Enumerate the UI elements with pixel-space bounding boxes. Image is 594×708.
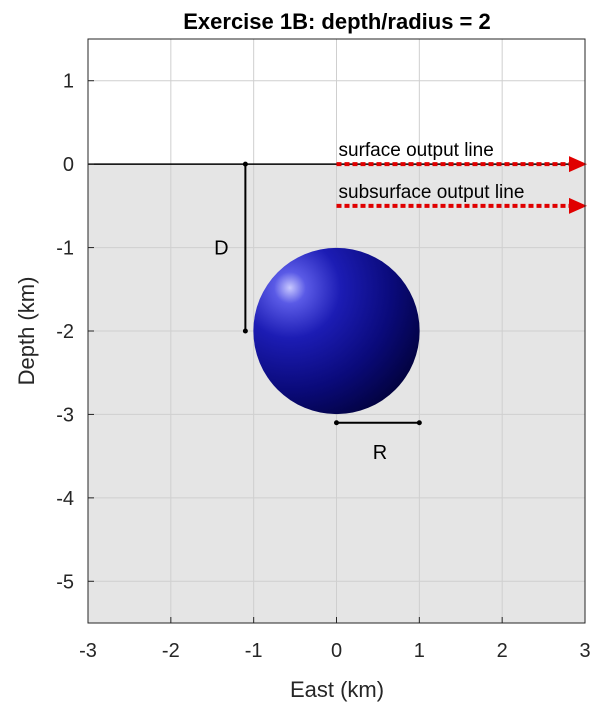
radius-marker-end	[334, 420, 339, 426]
y-axis-label: Depth (km)	[14, 277, 39, 386]
x-axis-ticks: -3 -2 -1 0 1 2 3	[79, 617, 591, 662]
x-tick-label: -1	[245, 640, 263, 662]
x-axis-label: East (km)	[290, 677, 384, 702]
y-tick-label: -3	[56, 404, 74, 426]
surface-output-line	[336, 156, 587, 173]
depth-marker-end	[242, 161, 248, 167]
depth-marker-label: D	[214, 238, 228, 260]
y-tick-label: 0	[63, 154, 74, 176]
plot-area: D R surface output line subsurface outpu…	[87, 38, 587, 624]
y-tick-label: -5	[56, 571, 74, 593]
output-line-arrowhead	[569, 156, 587, 173]
radius-marker-end	[416, 420, 422, 426]
y-tick-label: -2	[56, 321, 74, 343]
x-tick-label: -3	[79, 640, 97, 662]
surface-output-line-label: surface output line	[339, 140, 494, 161]
x-tick-label: 1	[414, 640, 425, 662]
radius-marker-label: R	[373, 442, 387, 464]
sphere-source	[253, 247, 420, 415]
output-line-arrowhead	[569, 197, 587, 214]
x-tick-label: 2	[497, 640, 508, 662]
figure-title: Exercise 1B: depth/radius = 2	[183, 9, 491, 34]
y-tick-label: 1	[63, 71, 74, 93]
y-tick-label: -1	[56, 238, 74, 260]
depth-marker-end	[242, 328, 248, 334]
x-tick-label: 0	[331, 640, 342, 662]
radius-marker	[334, 420, 422, 426]
y-tick-label: -4	[56, 488, 74, 510]
subsurface-output-line	[336, 197, 587, 214]
y-axis-ticks: -5 -4 -3 -2 -1 0 1	[56, 71, 94, 593]
x-tick-label: -2	[162, 640, 180, 662]
subsurface-output-line-label: subsurface output line	[339, 182, 525, 203]
depth-marker	[242, 161, 248, 334]
x-tick-label: 3	[579, 640, 590, 662]
